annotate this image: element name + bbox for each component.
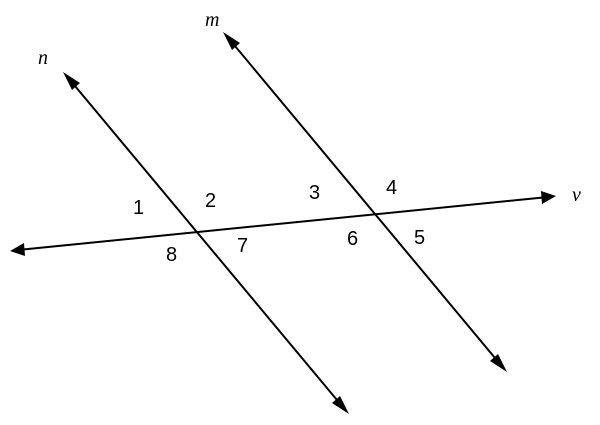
angle-label-5: 5	[414, 227, 425, 249]
line-n-stroke	[69, 79, 343, 407]
angle-label-3: 3	[309, 182, 320, 204]
angle-label-1: 1	[133, 197, 144, 219]
line-n-arrowhead-top	[63, 72, 80, 90]
angle-label-2: 2	[205, 190, 216, 212]
angle-label-8: 8	[166, 244, 177, 266]
line-n-arrowhead-bottom	[332, 396, 349, 414]
line-v-arrowhead-left	[10, 243, 25, 256]
line-label-m: m	[205, 9, 219, 31]
line-n	[63, 72, 349, 414]
line-v	[10, 191, 556, 256]
angle-label-7: 7	[237, 235, 248, 257]
angle-label-6: 6	[347, 228, 358, 250]
line-label-v: v	[572, 184, 581, 206]
line-v-stroke	[17, 196, 549, 251]
line-label-n: n	[38, 47, 48, 69]
line-m-stroke	[229, 39, 501, 365]
line-m-arrowhead-bottom	[490, 354, 507, 372]
line-m-arrowhead-top	[223, 32, 240, 50]
line-v-arrowhead-right	[541, 191, 556, 204]
angle-label-4: 4	[386, 177, 397, 199]
line-m	[223, 32, 507, 372]
